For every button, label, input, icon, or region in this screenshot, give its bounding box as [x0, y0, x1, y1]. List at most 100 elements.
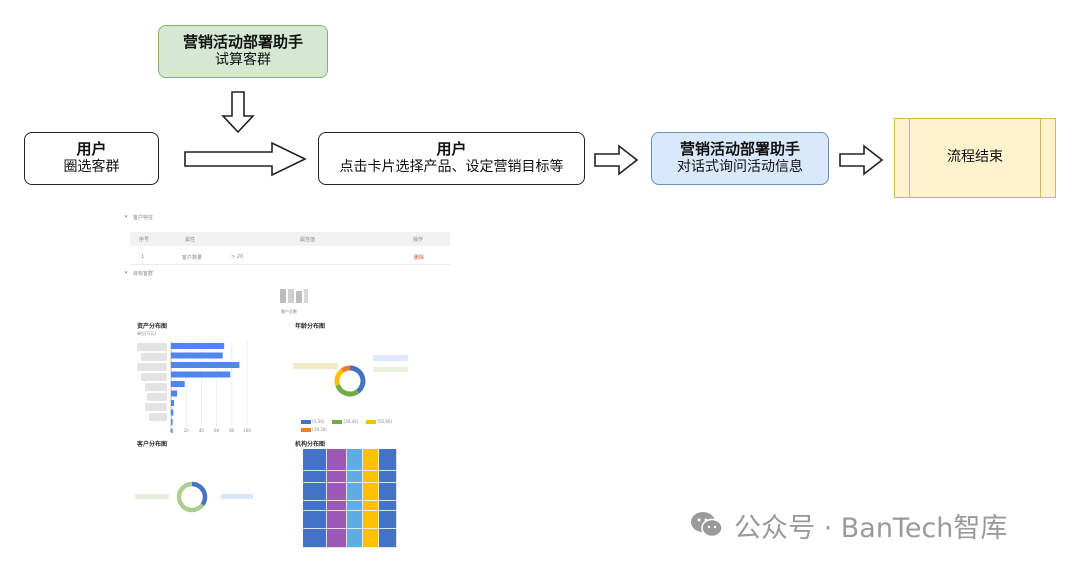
- asset-bar: [171, 409, 174, 416]
- org-cell: [379, 449, 397, 471]
- org-cell: [379, 483, 397, 501]
- count-blur-4: [304, 289, 308, 303]
- process-end-label: 流程结束: [947, 149, 1003, 166]
- table-cell-value: > 20: [231, 254, 244, 260]
- org-cell: [379, 471, 397, 483]
- section-arrow-2: ▾: [125, 270, 128, 276]
- asset-bar: [171, 390, 178, 397]
- age-legend: [0,30) [30,40) [50,60) [18,30): [301, 419, 421, 432]
- asset-label-blur-7: [145, 403, 167, 411]
- org-cell: [363, 483, 379, 501]
- arrow-down: [221, 91, 255, 134]
- age-legend-item-4[interactable]: [18,30): [301, 427, 327, 432]
- table-header-action: 操作: [413, 237, 424, 243]
- age-slice: [349, 365, 366, 394]
- age-legend-item-1[interactable]: [0,30): [301, 419, 324, 424]
- org-cell: [347, 483, 363, 501]
- org-chart-title: 机构分布图: [295, 441, 326, 448]
- arrow-right-2: [594, 144, 639, 176]
- org-cell: [347, 501, 363, 511]
- assistant-dialog-box: 营销活动部署助手 对话式询问活动信息: [651, 132, 829, 185]
- customer-donut-chart: [176, 481, 208, 513]
- user-select-box: 用户 圈选客群: [24, 132, 159, 185]
- org-cell: [347, 511, 363, 529]
- table-header-index: 序号: [139, 237, 150, 243]
- assistant-dialog-title: 营销活动部署助手: [679, 140, 800, 159]
- user-card-subtitle: 点击卡片选择产品、设定营销目标等: [339, 159, 564, 176]
- asset-label-blur-8: [149, 413, 167, 421]
- customer-slice: [176, 481, 205, 513]
- age-legend-item-3[interactable]: [50,60): [366, 419, 392, 424]
- assistant-dialog-subtitle: 对话式询问活动信息: [677, 159, 803, 176]
- age-legend-item-2[interactable]: [30,40): [332, 419, 358, 424]
- age-chart-title: 年龄分布图: [295, 323, 326, 330]
- age-donut-chart: [334, 365, 366, 397]
- org-cell: [327, 471, 347, 483]
- assistant-trial-subtitle: 试算客群: [215, 52, 271, 69]
- org-cell: [303, 483, 327, 501]
- org-cell: [327, 511, 347, 529]
- org-cell: [363, 511, 379, 529]
- age-legend-label-1: [0,30): [312, 419, 325, 424]
- age-slice: [340, 365, 351, 373]
- process-end-box: 流程结束: [894, 118, 1056, 198]
- age-legend-label-4: [18,30): [312, 427, 327, 432]
- org-cell: [303, 449, 327, 471]
- asset-tick-label: 100: [243, 428, 251, 433]
- user-card-title: 用户: [436, 140, 467, 159]
- org-cell: [379, 501, 397, 511]
- end-box-right-line: [1040, 119, 1041, 197]
- asset-tick-label: 80: [229, 428, 235, 433]
- age-legend-label-3: [50,60): [377, 419, 393, 424]
- asset-label-blur-5: [145, 383, 167, 391]
- org-cell: [303, 529, 327, 548]
- section-arrow-1: ▾: [125, 214, 128, 220]
- user-select-subtitle: 圈选客群: [63, 159, 120, 176]
- asset-label-blur-1: [137, 343, 167, 351]
- org-cell: [347, 471, 363, 483]
- org-cell: [363, 471, 379, 483]
- section-customer-features: 客户特征: [133, 215, 154, 221]
- asset-bar: [171, 381, 185, 387]
- customer-slice: [191, 481, 208, 506]
- org-cell: [303, 471, 327, 483]
- age-slice: [334, 368, 345, 386]
- asset-chart-subtitle: 单位(万元): [137, 331, 157, 336]
- table-delete-link[interactable]: 删除: [414, 255, 425, 261]
- customer-label-blur-left: [135, 494, 169, 499]
- embedded-screenshot: ▾ 客户特征 序号 属性 属性值 操作 1 客户数量 > 20 删除 ▾ 目标客…: [125, 207, 455, 552]
- org-cell: [327, 483, 347, 501]
- customer-chart-title: 客户分布图: [137, 441, 168, 448]
- asset-bar: [171, 419, 173, 425]
- org-cell: [363, 501, 379, 511]
- org-cell: [327, 501, 347, 511]
- asset-tick-label: 60: [214, 428, 220, 433]
- age-label-blur-left: [293, 363, 338, 369]
- customer-label-blur-right: [221, 494, 253, 499]
- wechat-icon: [691, 512, 723, 538]
- table-cell-index: 1: [141, 254, 145, 260]
- table-cell-attr: 客户数量: [182, 255, 203, 261]
- table-header-value: 属性值: [300, 237, 316, 243]
- asset-bar: [171, 428, 173, 433]
- customer-count-label: 客户总数: [281, 309, 297, 314]
- user-card-box: 用户 点击卡片选择产品、设定营销目标等: [318, 132, 585, 185]
- table-divider: [130, 264, 450, 265]
- asset-tick-label: 40: [199, 428, 205, 433]
- org-cell: [363, 449, 379, 471]
- watermark-text: 公众号 · BanTech智库: [734, 512, 1008, 544]
- asset-bar: [171, 371, 231, 378]
- table-header-row: [130, 232, 450, 246]
- arrow-right-3: [839, 144, 884, 176]
- count-blur-2: [288, 289, 294, 303]
- asset-label-blur-6: [147, 393, 167, 401]
- table-header-attr: 属性: [185, 237, 196, 243]
- org-cell: [347, 449, 363, 471]
- asset-label-blur-2: [141, 353, 167, 361]
- org-treemap: [303, 449, 397, 548]
- assistant-trial-title: 营销活动部署助手: [182, 33, 303, 52]
- asset-chart-title: 资产分布图: [137, 323, 168, 330]
- org-cell: [303, 501, 327, 511]
- org-cell: [303, 511, 327, 529]
